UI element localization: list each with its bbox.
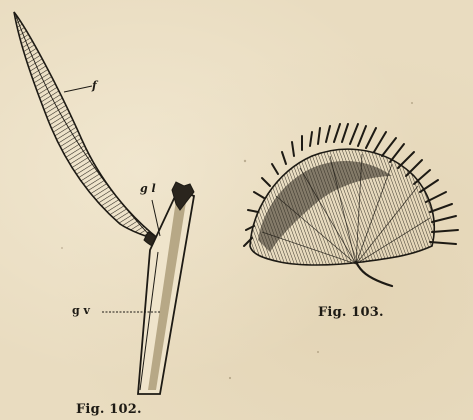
- sheath-label-gv: g v: [72, 305, 90, 316]
- figure-103-drawing: [244, 124, 458, 286]
- figure-102-caption: Fig. 102.: [76, 403, 142, 416]
- figure-102-drawing: [14, 12, 194, 394]
- leader-f: [64, 86, 92, 92]
- leaf-blade: [14, 12, 160, 240]
- ligule-label-gl: g l: [140, 183, 156, 194]
- leaf-label-f: f: [92, 80, 97, 91]
- fan-leaf-stalk: [356, 262, 392, 286]
- figure-103-caption: Fig. 103.: [318, 306, 384, 319]
- leader-gl: [152, 200, 160, 236]
